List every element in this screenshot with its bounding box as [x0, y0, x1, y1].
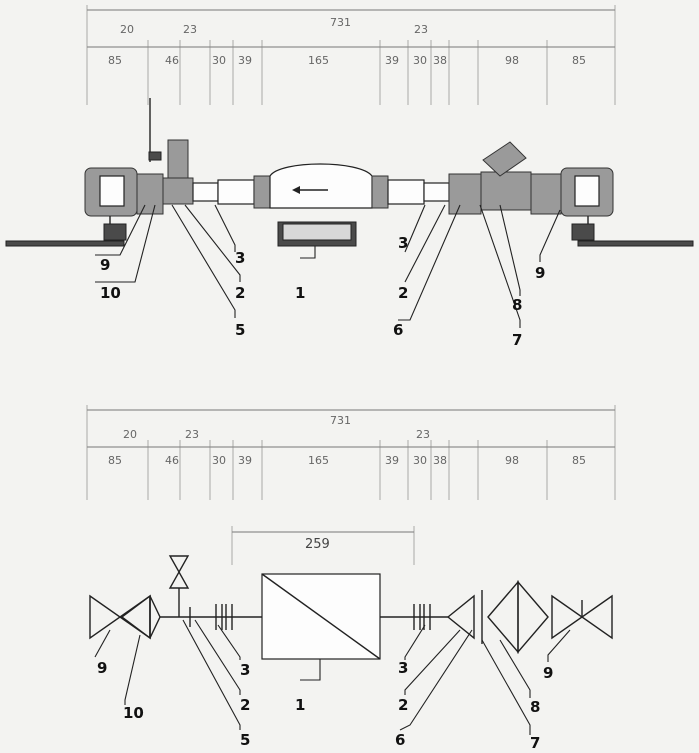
dim-seg-7-top: 30	[413, 54, 427, 67]
label-9-right-top: 9	[535, 264, 545, 282]
label-5-top: 5	[235, 321, 245, 339]
bottom-schematic	[89, 555, 613, 660]
label-6-bottom: 6	[395, 731, 405, 749]
label-9-left-top: 9	[100, 256, 110, 274]
dim-seg-8-top: 38	[433, 54, 447, 67]
union-symbol-6	[446, 594, 475, 640]
label-2-left-top: 2	[235, 284, 245, 302]
valve-symbol-9a-left	[89, 594, 122, 640]
union-left-top	[136, 173, 164, 215]
dim-seg-10-bottom: 85	[572, 454, 586, 467]
dim-seg-4-top: 39	[238, 54, 252, 67]
bottom-leaders: 9 10 5 2 3 1 3 2 6 7 8 9	[94, 619, 571, 752]
label-2-right-top: 2	[398, 284, 408, 302]
label-1-bottom: 1	[295, 696, 305, 714]
dim-259: 259	[305, 537, 330, 552]
label-2-right-bottom: 2	[398, 696, 408, 714]
check-valve-symbol	[168, 555, 190, 574]
dim-23a-top: 23	[183, 23, 197, 36]
strainer-symbol	[487, 580, 519, 654]
label-8-top: 8	[512, 296, 522, 314]
dim-seg-1-bottom: 85	[108, 454, 122, 467]
valve-symbol-9-right	[551, 594, 584, 640]
dim-seg-9-bottom: 98	[505, 454, 519, 467]
check-valve-top	[162, 177, 194, 205]
union-symbol-10	[120, 594, 151, 640]
dim-seg-3-top: 30	[212, 54, 226, 67]
dim-seg-6-bottom: 39	[385, 454, 399, 467]
label-1-top: 1	[295, 284, 305, 302]
label-10-bottom: 10	[123, 704, 144, 722]
label-3-right-bottom: 3	[398, 659, 408, 677]
label-5-bottom: 5	[240, 731, 250, 749]
dim-seg-7-bottom: 30	[413, 454, 427, 467]
dim-23b-bottom: 23	[416, 428, 430, 441]
dim-seg-2-bottom: 46	[165, 454, 179, 467]
dim-seg-2-top: 46	[165, 54, 179, 67]
top-assembly-render	[5, 98, 694, 247]
label-10-top: 10	[100, 284, 121, 302]
label-3-left-top: 3	[235, 249, 245, 267]
label-6-top: 6	[393, 321, 403, 339]
dim-20-top: 20	[120, 23, 134, 36]
dim-seg-1-top: 85	[108, 54, 122, 67]
strainer-top	[480, 171, 532, 211]
dim-total-bottom: 731	[330, 414, 351, 427]
dim-seg-5-bottom: 165	[308, 454, 329, 467]
label-3-left-bottom: 3	[240, 661, 250, 679]
dim-23b-top: 23	[414, 23, 428, 36]
label-8-bottom: 8	[530, 698, 540, 716]
top-leaders: 9 10 5 2 3 1 3 2 6 7 8 9	[95, 204, 561, 349]
bottom-dimension-block: 731 20 23 23 85 46 30 39 165 39 30 38 98…	[86, 405, 616, 565]
label-2-left-bottom: 2	[240, 696, 250, 714]
label-9-right-bottom: 9	[543, 664, 553, 682]
label-7-top: 7	[512, 331, 522, 349]
dim-seg-9-top: 98	[505, 54, 519, 67]
water-meter-top	[269, 163, 373, 209]
dim-seg-8-bottom: 38	[433, 454, 447, 467]
dim-20-bottom: 20	[123, 428, 137, 441]
dim-23a-bottom: 23	[185, 428, 199, 441]
dim-seg-6-top: 39	[385, 54, 399, 67]
dim-total-top: 731	[330, 16, 351, 29]
union-right-top	[448, 173, 482, 215]
dim-seg-4-bottom: 39	[238, 454, 252, 467]
label-7-bottom: 7	[530, 734, 540, 752]
dim-seg-10-top: 85	[572, 54, 586, 67]
top-dimension-block: 731 20 23 23 85 46 30 39 165 39 30 38 98…	[86, 5, 616, 105]
label-3-right-top: 3	[398, 234, 408, 252]
label-9-left-bottom: 9	[97, 659, 107, 677]
dim-seg-5-top: 165	[308, 54, 329, 67]
dim-seg-3-bottom: 30	[212, 454, 226, 467]
